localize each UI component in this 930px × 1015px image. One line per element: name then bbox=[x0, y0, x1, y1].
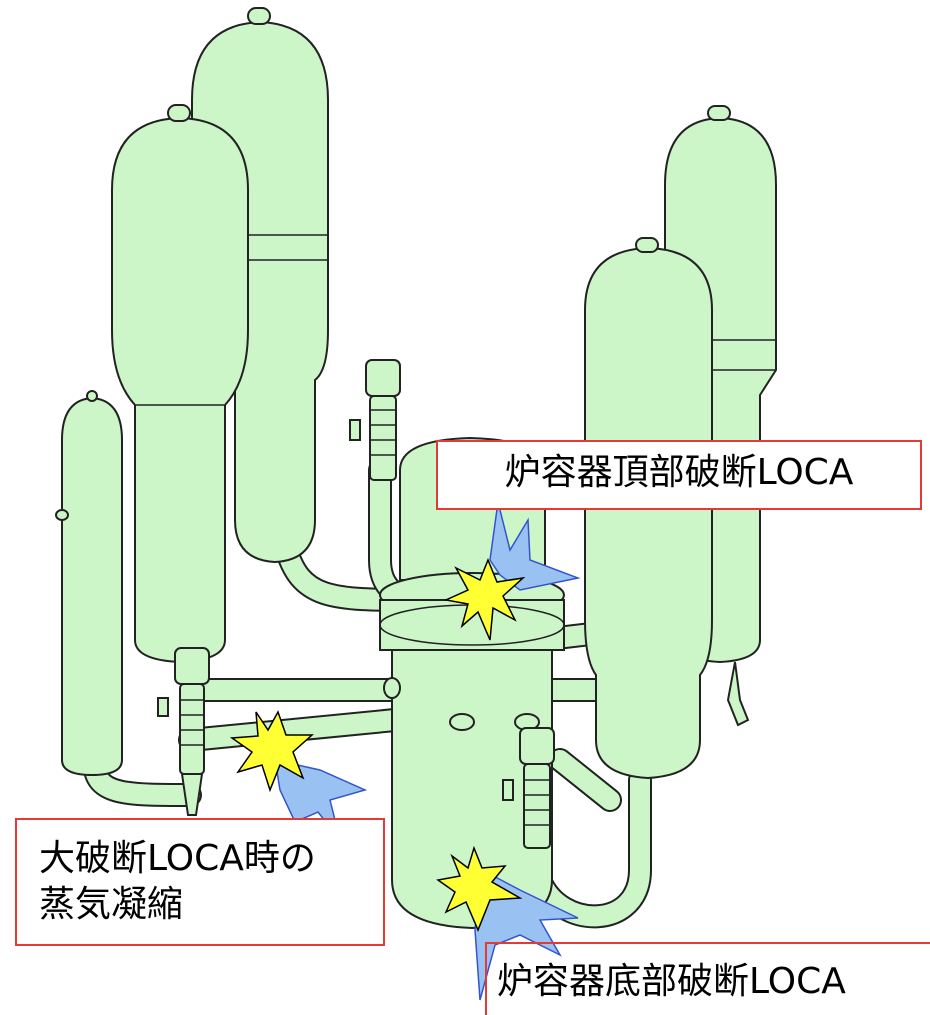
break-marker-top bbox=[443, 501, 581, 641]
steam-generator-front-right bbox=[584, 237, 713, 780]
callout-large-break-line2: 蒸気凝縮 bbox=[39, 884, 184, 925]
coolant-pump-left bbox=[157, 647, 210, 816]
callout-bottom-frame-top bbox=[485, 942, 930, 944]
pressurizer bbox=[55, 390, 123, 777]
callout-large-break-line1: 大破断LOCA時の bbox=[39, 838, 316, 879]
break-burst-icon bbox=[436, 845, 523, 932]
callout-top-break: 炉容器頂部破断LOCA bbox=[436, 440, 922, 510]
steam-jet-icon bbox=[489, 501, 581, 591]
steam-jet-icon bbox=[474, 868, 579, 1001]
coolant-pump-right bbox=[502, 727, 555, 849]
break-marker-bottom bbox=[436, 845, 579, 1001]
callout-top-break-text: 炉容器頂部破断LOCA bbox=[504, 452, 854, 493]
steam-generator-front-left bbox=[111, 104, 249, 664]
callout-large-break: 大破断LOCA時の 蒸気凝縮 bbox=[15, 818, 385, 946]
break-burst-icon bbox=[229, 710, 314, 793]
callout-bottom-break-text: 炉容器底部破断LOCA bbox=[497, 961, 846, 1002]
coolant-pump-center bbox=[349, 359, 401, 481]
break-burst-icon bbox=[443, 558, 526, 641]
callout-bottom-frame-left bbox=[485, 942, 487, 1015]
